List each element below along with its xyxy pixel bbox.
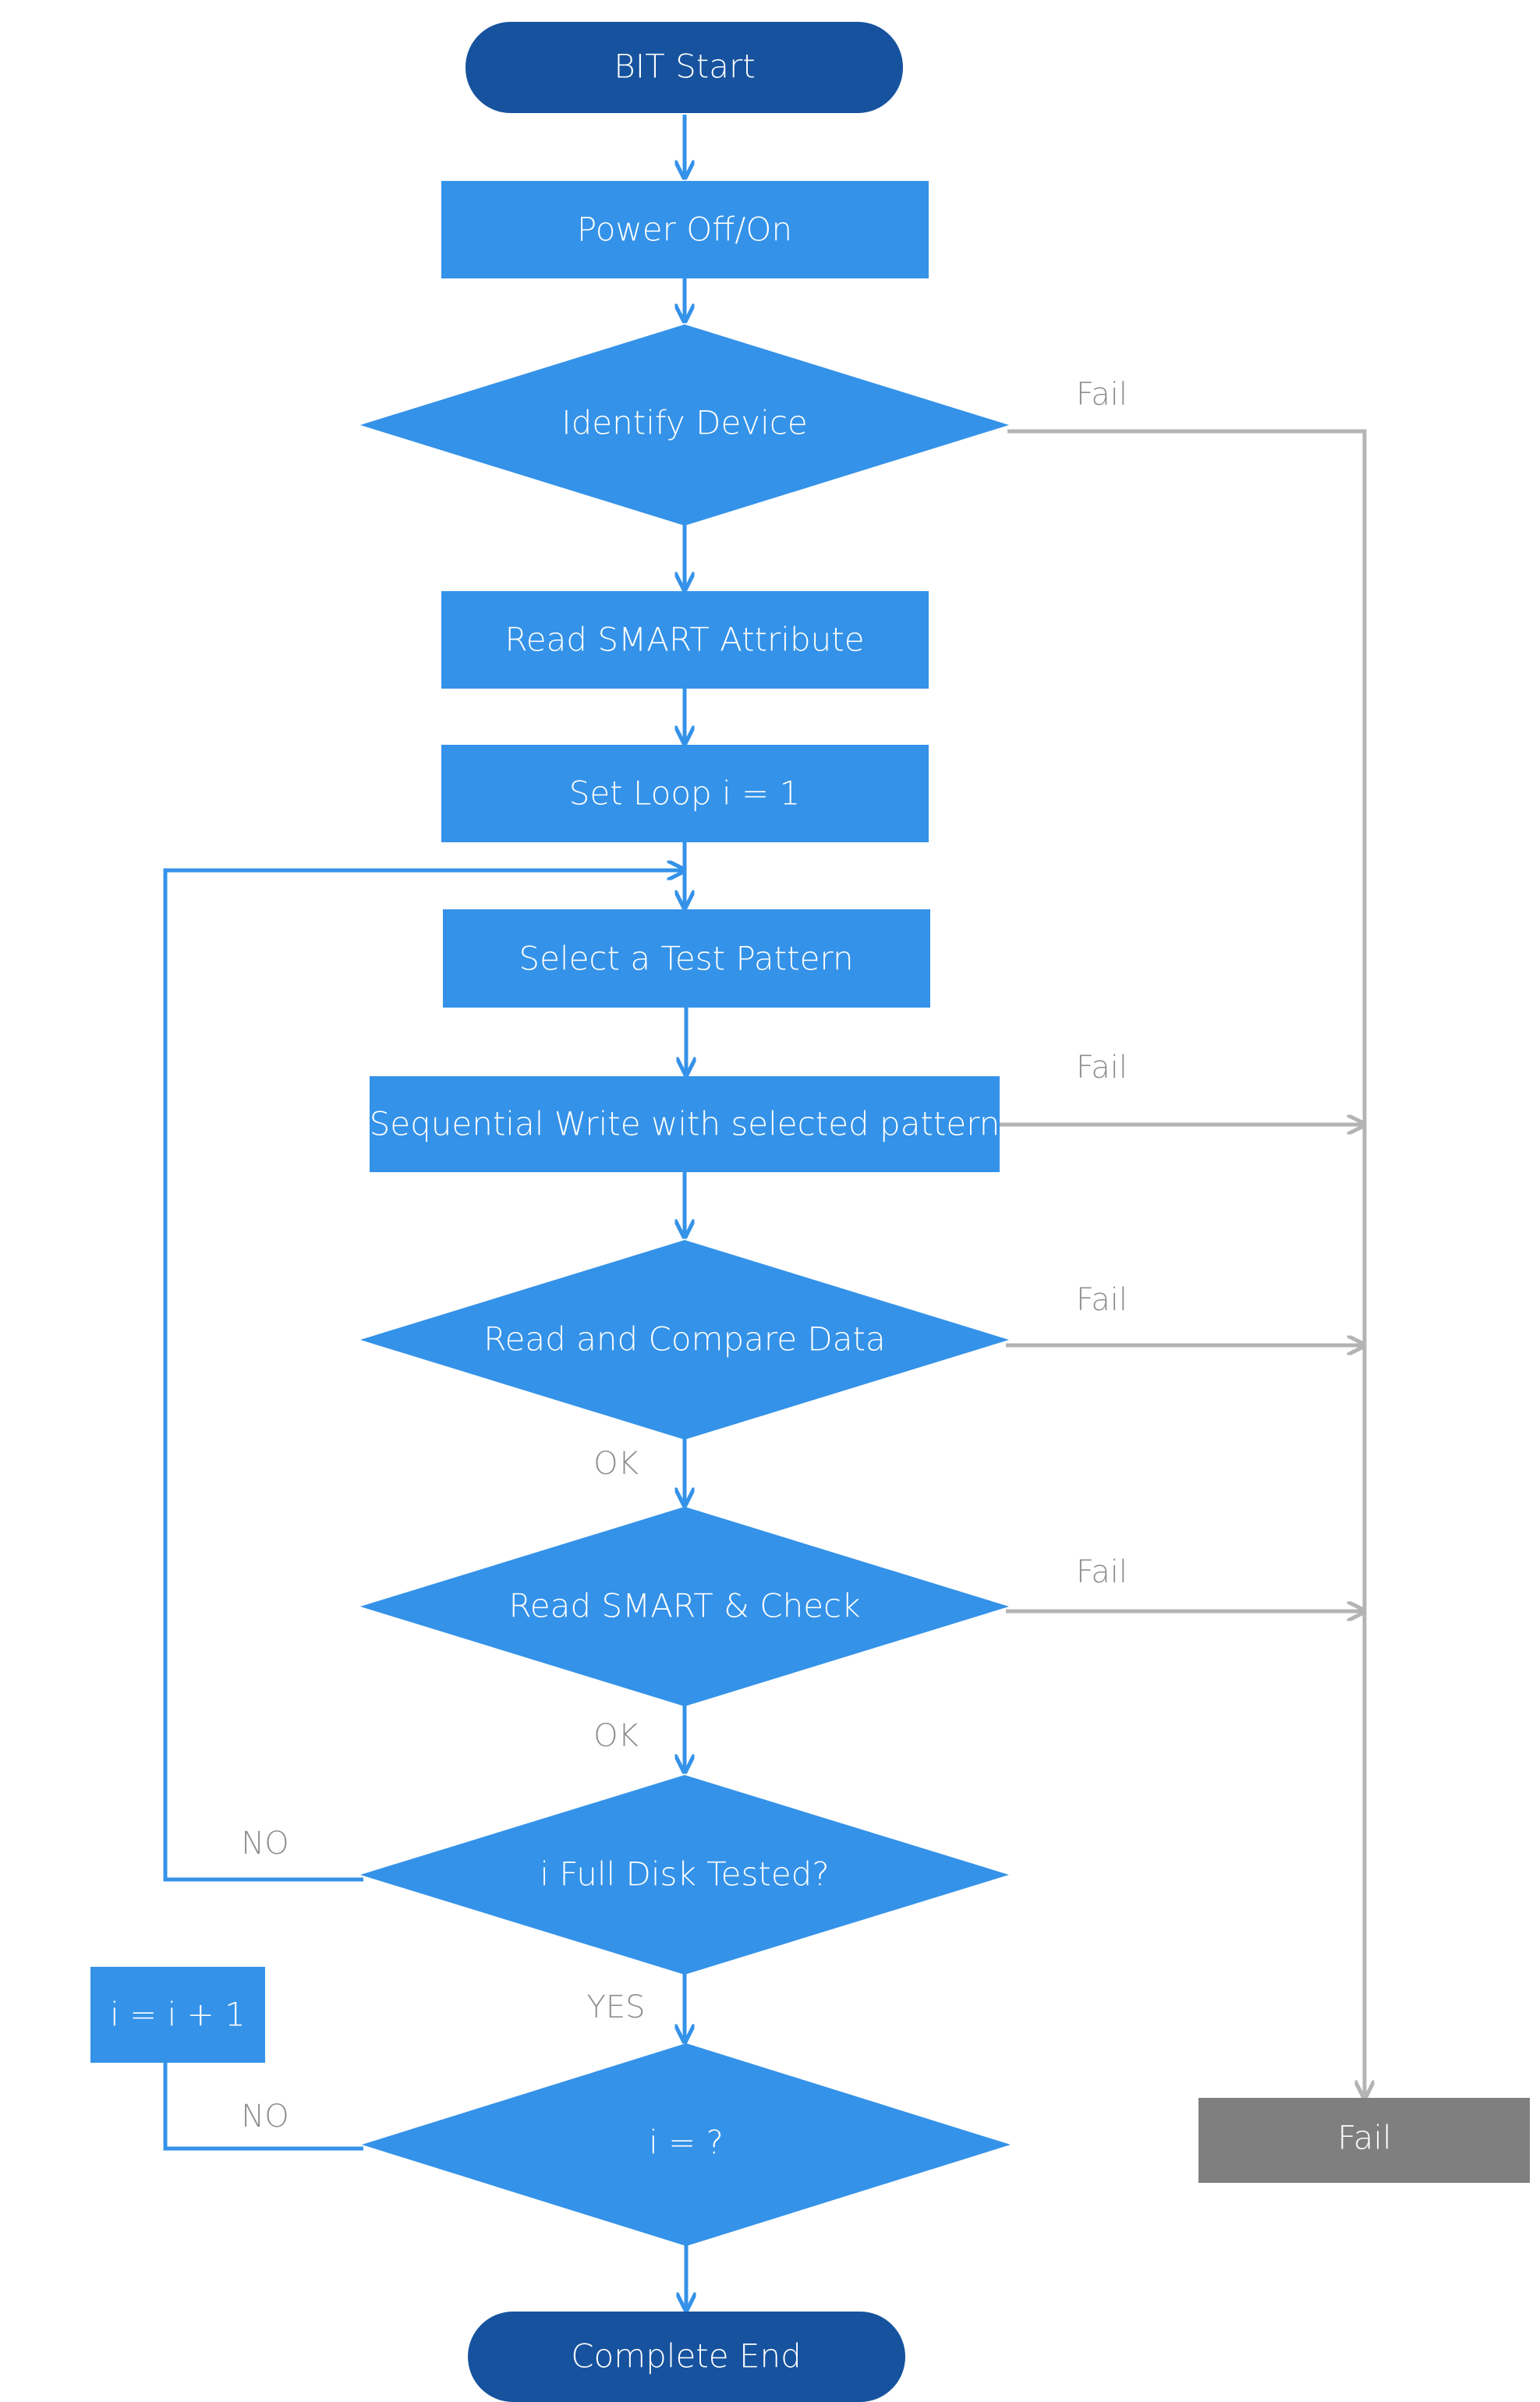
- read-compare-label: Read and Compare Data: [483, 1320, 885, 1359]
- node-complete-end: Complete End: [468, 2312, 905, 2402]
- identify-label: Identify Device: [561, 404, 808, 442]
- connector-full-disk-no-loop: [163, 870, 685, 1882]
- edge-label-fail-identify: Fail: [1076, 377, 1128, 413]
- read-smart-process-shape: [441, 591, 929, 689]
- set-loop-label: Set Loop i = 1: [569, 774, 801, 813]
- read-smart-check-label: Read SMART & Check: [509, 1587, 861, 1625]
- read-smart-check-decision-shape: [360, 1507, 1009, 1706]
- node-set-loop: Set Loop i = 1: [441, 745, 929, 842]
- full-disk-decision-shape: [360, 1775, 1009, 1975]
- i-check-label: i = ?: [649, 2124, 724, 2162]
- node-bit-start: BIT Start: [466, 22, 903, 113]
- end-label: Complete End: [571, 2337, 802, 2375]
- i-check-decision-shape: [362, 2043, 1011, 2246]
- fail-terminal-shape: [1198, 2098, 1530, 2183]
- edge-label-ok-smart: OK: [593, 1718, 639, 1754]
- increment-label: i = i + 1: [110, 1996, 246, 2034]
- node-read-smart-attribute: Read SMART Attribute: [441, 591, 929, 689]
- start-label: BIT Start: [614, 48, 756, 86]
- fail-connectors: [1000, 429, 1365, 2098]
- full-disk-label: i Full Disk Tested?: [540, 1855, 829, 1894]
- edge-label-no-full-disk: NO: [241, 1826, 289, 1862]
- edge-label-ok-compare: OK: [593, 1446, 639, 1482]
- edge-label-no-i-check: NO: [241, 2099, 289, 2135]
- start-terminal-shape: [466, 22, 903, 113]
- read-smart-label: Read SMART Attribute: [504, 621, 864, 659]
- node-sequential-write: Sequential Write with selected pattern: [370, 1076, 1000, 1172]
- node-i-check: i = ?: [362, 2043, 1011, 2246]
- node-read-smart-check: Read SMART & Check: [360, 1507, 1009, 1706]
- power-process-shape: [441, 181, 929, 278]
- identify-decision-shape: [360, 324, 1009, 526]
- increment-process-shape: [90, 1967, 265, 2063]
- power-label: Power Off/On: [577, 211, 792, 249]
- node-select-test-pattern: Select a Test Pattern: [443, 909, 930, 1008]
- node-increment: i = i + 1: [90, 1967, 265, 2063]
- edge-label-fail-compare: Fail: [1076, 1282, 1128, 1318]
- node-fail: Fail: [1198, 2098, 1530, 2183]
- edge-labels: Fail Fail Fail Fail OK OK NO YES NO: [241, 377, 1128, 2135]
- select-pattern-process-shape: [443, 909, 930, 1008]
- edge-label-yes-full-disk: YES: [586, 1989, 645, 2025]
- read-compare-decision-shape: [360, 1240, 1009, 1440]
- set-loop-process-shape: [441, 745, 929, 842]
- node-identify-device: Identify Device: [360, 324, 1009, 526]
- seq-write-process-shape: [370, 1076, 1000, 1172]
- select-pattern-label: Select a Test Pattern: [519, 940, 853, 978]
- node-power-off-on: Power Off/On: [441, 181, 929, 278]
- end-terminal-shape: [468, 2312, 905, 2402]
- main-flow-connectors: [163, 115, 686, 2310]
- edge-label-fail-write: Fail: [1076, 1050, 1128, 1086]
- connector-i-check-no-to-increment: [163, 2063, 363, 2151]
- seq-write-label: Sequential Write with selected pattern: [370, 1105, 1000, 1143]
- fail-label: Fail: [1337, 2119, 1391, 2157]
- connector-identify-fail: [1007, 429, 1365, 2098]
- node-full-disk-tested: i Full Disk Tested?: [360, 1775, 1009, 1975]
- node-read-and-compare: Read and Compare Data: [360, 1240, 1009, 1440]
- edge-label-fail-smart: Fail: [1076, 1554, 1128, 1590]
